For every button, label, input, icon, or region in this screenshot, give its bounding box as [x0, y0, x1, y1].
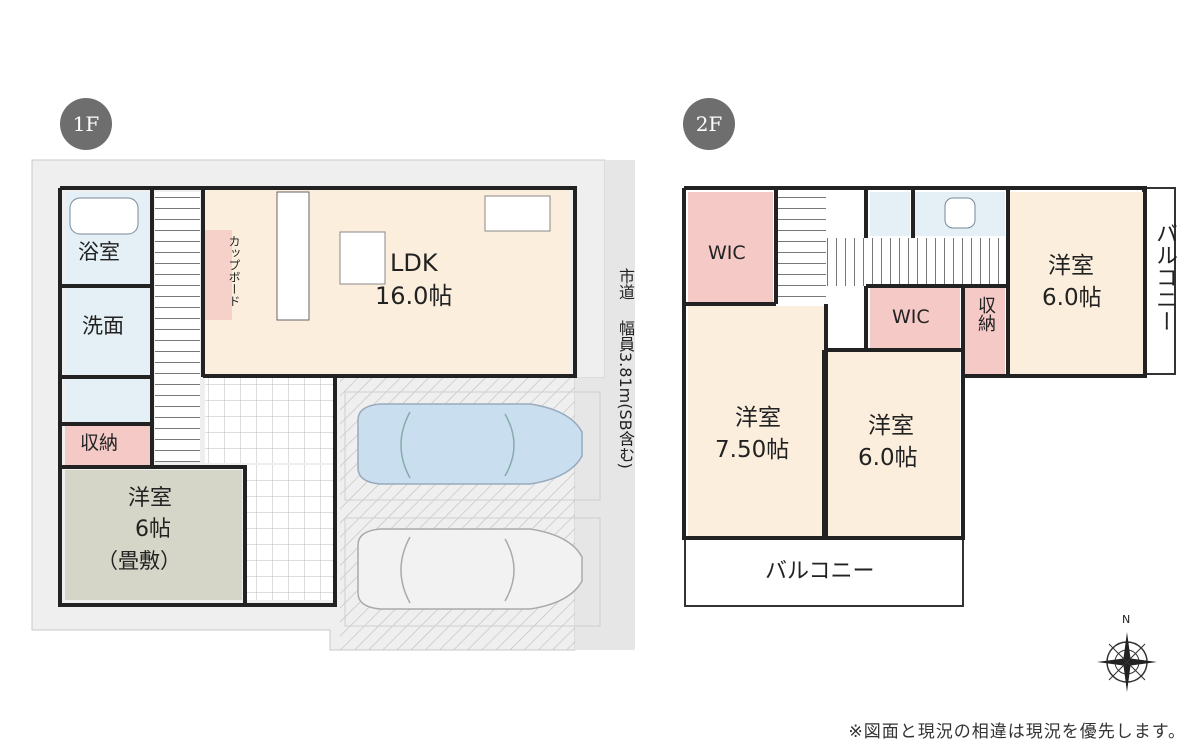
stairs-2f [778, 192, 826, 320]
walls-2f [682, 186, 1147, 540]
car-1 [357, 403, 583, 485]
wic-left-label: WIC [708, 242, 746, 264]
room-6-0-right [1008, 192, 1143, 374]
balcony-bottom [684, 537, 964, 607]
entrance-floor [245, 465, 335, 600]
disclaimer-note: ※図面と現況の相違は現況を優先します。 [848, 722, 1186, 742]
road-width-label: 幅員3.81m(SB含む) [616, 320, 635, 469]
room-b-name-label: 洋室 [868, 413, 914, 439]
hall-floor [205, 378, 335, 463]
wic-left [688, 192, 773, 302]
room-b-size-label: 6.0帖 [858, 445, 918, 471]
floor-badge-1f: 1F [60, 98, 112, 150]
stairs-1f [155, 192, 200, 462]
storage-2f [963, 288, 1005, 374]
kitchen-counter [276, 191, 310, 321]
second-floor [682, 186, 1176, 607]
parking-bay-1 [344, 391, 601, 501]
parking-bay-2 [344, 517, 601, 627]
car-2 [357, 528, 583, 610]
room-a-name-label: 洋室 [735, 405, 781, 431]
road-strip [575, 160, 635, 650]
compass-rose [1097, 632, 1157, 692]
compass-north-label: N [1122, 613, 1131, 626]
wic-mid-label: WIC [892, 306, 930, 328]
tatami-room [65, 470, 242, 600]
room-6-0-mid [826, 352, 960, 536]
toilet-room [65, 378, 151, 423]
ldk-size-label: 16.0帖 [375, 282, 453, 310]
bath-label: 浴室 [78, 240, 120, 264]
floor-badge-2f: 2F [683, 98, 735, 150]
corridor-2f [826, 238, 1009, 286]
cupboard-label: カップボード [227, 235, 241, 307]
walls-1f [58, 186, 577, 607]
room-7-5 [688, 306, 824, 536]
road-type-label: 市道 [616, 268, 635, 300]
wic-mid [870, 288, 960, 350]
storage-label-1f: 収納 [80, 432, 119, 454]
storage-room-1f [65, 425, 151, 468]
washroom-label: 洗面 [82, 314, 124, 338]
western-note-label-1f: （畳敷） [97, 549, 181, 573]
bathtub [69, 197, 139, 235]
first-floor [31, 159, 635, 651]
dining-table [339, 231, 386, 285]
floor-badge-1f-text: 1F [72, 112, 100, 136]
western-name-label-1f: 洋室 [128, 486, 173, 511]
room-c-name-label: 洋室 [1048, 253, 1094, 279]
wash-2f [870, 192, 910, 236]
sofa [484, 195, 551, 232]
ldk-name-label: LDK [390, 249, 438, 277]
room-a-size-label: 7.50帖 [715, 437, 790, 463]
toilet-fixture-2f [944, 197, 976, 229]
wash-room [65, 287, 151, 375]
balcony-bottom-label: バルコニー [765, 559, 875, 584]
room-c-size-label: 6.0帖 [1042, 285, 1102, 311]
storage-label-2f: 収納 [975, 296, 996, 332]
floor-badge-2f-text: 2F [695, 112, 723, 136]
cupboard-area [205, 230, 232, 320]
western-size-label-1f: 6帖 [135, 517, 171, 542]
balcony-right-label: バルコニー [1152, 222, 1177, 332]
